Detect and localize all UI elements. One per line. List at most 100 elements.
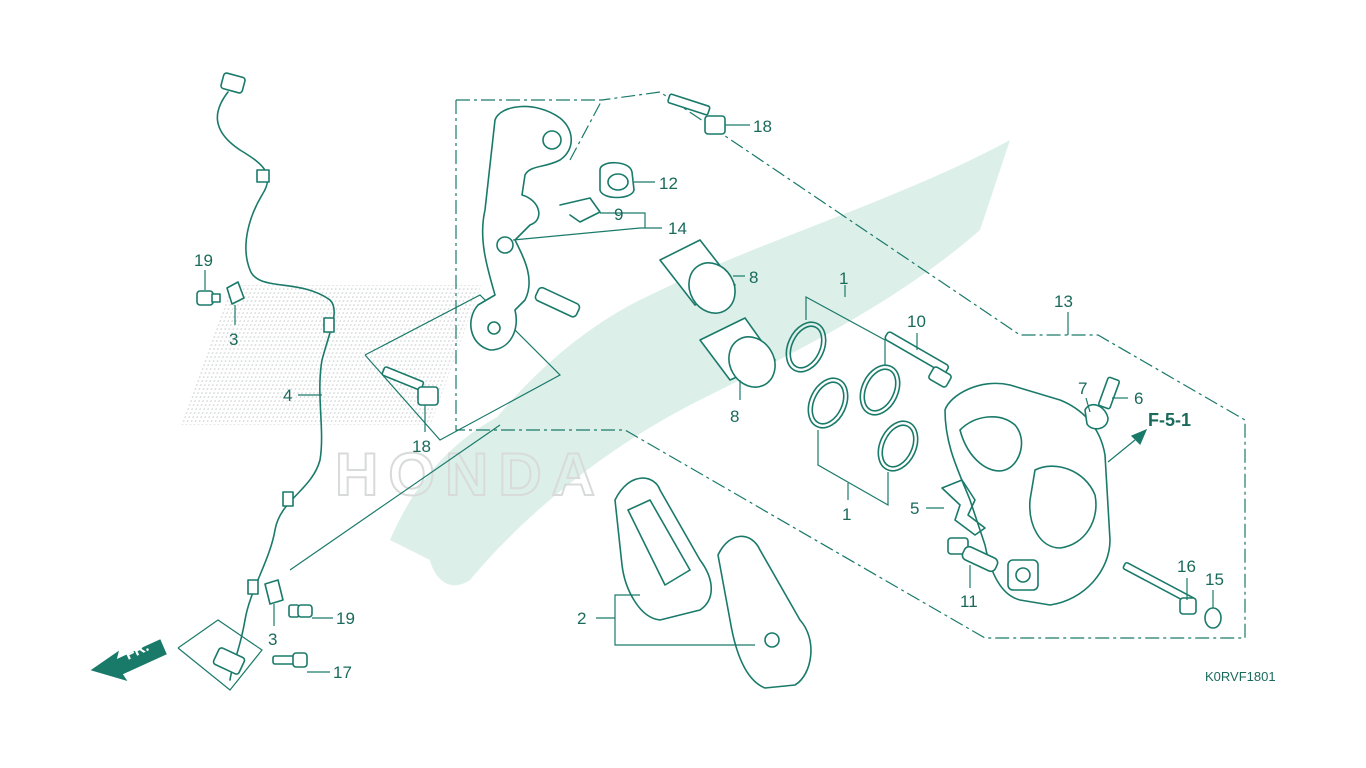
clamp-upper <box>226 281 245 305</box>
caliper-bore <box>959 415 1023 472</box>
pin-10-head <box>928 366 952 388</box>
watermark-text: HONDA <box>335 441 605 508</box>
seal-3-inner <box>811 381 845 425</box>
harness-connector <box>220 72 246 94</box>
diagram-code: K0RVF1801 <box>1205 669 1276 684</box>
brake-pad-rear-hole <box>764 632 780 648</box>
sensor-base-frame <box>177 619 263 691</box>
leader-ref <box>1107 439 1136 463</box>
bolt-17 <box>272 655 296 665</box>
callout-7: 7 <box>1078 379 1087 398</box>
callout-2: 2 <box>577 609 586 628</box>
bolt-and-plug <box>1122 561 1222 629</box>
caliper-mount-lug <box>1007 559 1039 591</box>
piston-upper-face <box>688 262 736 314</box>
pin-10-shaft <box>884 331 950 374</box>
leader-1b <box>817 430 889 507</box>
callout-10: 10 <box>907 312 926 331</box>
callout-3-upper: 3 <box>229 330 238 349</box>
plug-15 <box>1204 607 1222 629</box>
clamp-lower <box>264 579 284 605</box>
callout-15: 15 <box>1205 570 1224 589</box>
bleeder-cap <box>1084 403 1109 430</box>
callout-8-lower: 8 <box>730 407 739 426</box>
bracket-body <box>470 105 573 351</box>
seal-2 <box>859 364 901 416</box>
seal-1 <box>785 321 827 373</box>
callout-5: 5 <box>910 499 919 518</box>
watermark-gear <box>390 400 560 560</box>
bracket-lower-hole <box>487 321 501 335</box>
sensor-guide-line <box>289 424 501 571</box>
callout-3-lower: 3 <box>268 630 277 649</box>
bolt-19-lower-head <box>297 604 313 618</box>
seal-3 <box>807 377 849 429</box>
brake-pad-front <box>614 477 713 621</box>
boot-and-clip <box>559 161 635 223</box>
callout-9: 9 <box>614 205 623 224</box>
leader-14 <box>512 227 662 241</box>
callout-1-lower: 1 <box>842 505 851 524</box>
callout-18-lower: 18 <box>412 437 431 456</box>
callout-11: 11 <box>960 592 978 611</box>
watermark-dot-field <box>180 285 482 425</box>
piston-lower-face <box>728 336 776 388</box>
bleeder <box>1084 376 1121 430</box>
leader-2 <box>614 594 755 646</box>
pin-10 <box>884 331 952 388</box>
caliper-body <box>944 382 1111 606</box>
callout-13: 13 <box>1054 292 1073 311</box>
callout-4: 4 <box>283 386 292 405</box>
pistons <box>659 239 776 388</box>
harness-clip-mid <box>323 317 335 333</box>
pin-11-shaft <box>961 545 999 573</box>
bolt-18-upper-head <box>704 115 726 135</box>
caliper-cylinder <box>1029 465 1097 549</box>
callout-labels: 19 3 4 3 19 17 18 18 12 9 14 8 8 1 1 10 … <box>194 117 1224 682</box>
bolt-19-upper <box>196 290 214 306</box>
sensor-head <box>212 647 246 675</box>
caliper-bracket <box>470 105 581 351</box>
ref-arrow-head <box>1130 428 1148 446</box>
caliper-bracket-outline-left <box>455 91 1246 639</box>
leader-7 <box>1085 397 1091 413</box>
harness-clip-bottom <box>247 579 259 595</box>
bracket-bolt-hole <box>496 236 514 254</box>
bolt-18-lower-head <box>417 386 439 406</box>
bolt-18-upper <box>667 93 711 116</box>
boot-12-ring <box>607 173 629 191</box>
harness-clip-upper <box>256 169 270 183</box>
pad-spring-5 <box>941 479 986 536</box>
front-arrow-icon <box>90 639 167 682</box>
callout-19-lower: 19 <box>336 609 355 628</box>
clip-9 <box>559 197 601 223</box>
seal-1-inner <box>789 325 823 369</box>
bracket-hatch-frame <box>364 294 561 441</box>
leader-1a <box>805 295 886 365</box>
reference-label: F-5-1 <box>1148 410 1191 430</box>
caliper-mount-hole <box>1015 567 1031 583</box>
clamps <box>226 281 284 605</box>
small-bolts <box>196 290 313 668</box>
bolts-18 <box>381 93 726 406</box>
bolt-16-head <box>1179 597 1197 615</box>
boot-12 <box>599 161 635 199</box>
callout-1-upper: 1 <box>839 269 848 288</box>
callout-6: 6 <box>1134 389 1143 408</box>
bolt-19-upper-tip <box>211 293 221 303</box>
front-direction-indicator: FR. <box>90 638 167 682</box>
callout-17: 17 <box>333 663 352 682</box>
leader-lines <box>204 124 1214 673</box>
seals <box>785 321 919 472</box>
assembly-outlines <box>177 91 1246 691</box>
callout-12: 12 <box>659 174 678 193</box>
callout-14: 14 <box>668 219 687 238</box>
caliper-housing <box>944 382 1111 606</box>
leader-9 <box>600 212 646 228</box>
seal-4 <box>877 420 919 472</box>
speed-sensor-harness <box>212 72 335 681</box>
bracket-pin-hole <box>542 130 562 150</box>
brake-pad-rear <box>717 535 812 689</box>
brake-pads <box>614 477 812 689</box>
